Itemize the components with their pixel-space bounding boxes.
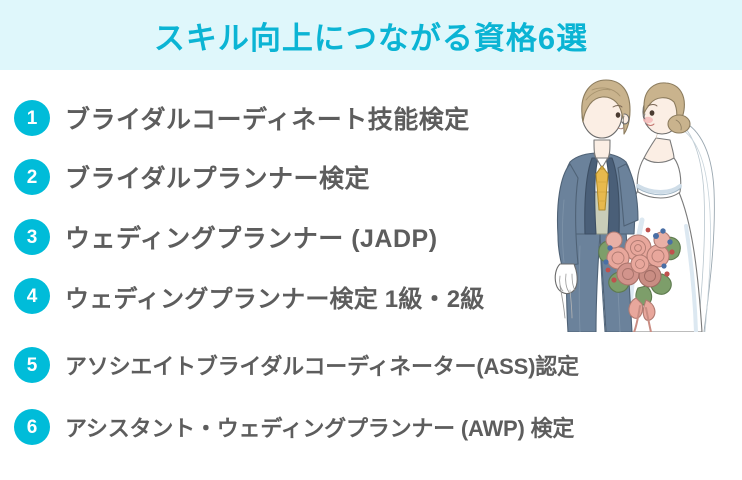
list-number-badge: 6 [14, 409, 50, 445]
list-number-badge: 3 [14, 219, 50, 255]
list-item-label: ウェディングプランナー検定 1級・2級 [65, 285, 485, 313]
list-item: 4 ウェディングプランナー検定 1級・2級 [14, 274, 484, 318]
list-item-label: アシスタント・ウェディングプランナー (AWP) 検定 [65, 416, 575, 441]
list-item: 6 アシスタント・ウェディングプランナー (AWP) 検定 [14, 405, 574, 449]
list-item-label: アソシエイトブライダルコーディネーター(ASS)認定 [65, 354, 579, 379]
list-number-badge: 1 [14, 100, 50, 136]
list-item: 2 ブライダルプランナー検定 [14, 155, 370, 199]
list-number-badge: 4 [14, 278, 50, 314]
list-item-label: ブライダルプランナー検定 [65, 165, 371, 193]
page-title: スキル向上につながる資格6選 [153, 20, 589, 56]
certification-list: 1 ブライダルコーディネート技能検定 2 ブライダルプランナー検定 3 ウェディ… [0, 70, 742, 480]
list-number-badge: 2 [14, 159, 50, 195]
list-item-label: ウェディングプランナー (JADP) [65, 225, 438, 253]
header-band [0, 0, 742, 70]
list-item: 5 アソシエイトブライダルコーディネーター(ASS)認定 [14, 343, 579, 387]
list-number-badge: 5 [14, 347, 50, 383]
list-item: 1 ブライダルコーディネート技能検定 [14, 96, 470, 140]
list-item-label: ブライダルコーディネート技能検定 [65, 106, 470, 134]
list-item: 3 ウェディングプランナー (JADP) [14, 215, 438, 259]
